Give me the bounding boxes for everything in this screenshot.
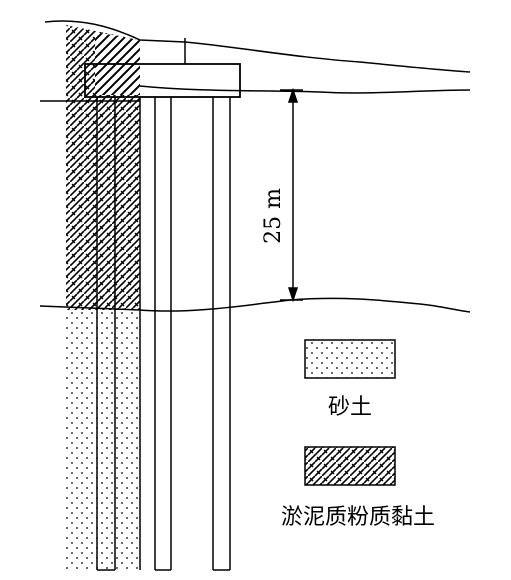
sand-layer-fill (66, 312, 140, 570)
dimension-label: 25 m (261, 188, 286, 244)
piles (96, 97, 231, 571)
legend-sand-label: 砂土 (328, 395, 372, 420)
legend-silty-clay-label: 淤泥质粉质黏土 (281, 505, 435, 530)
legend-silty-clay-swatch (304, 446, 396, 486)
pile-cap (84, 63, 241, 98)
ground-surface-line (44, 20, 471, 73)
bottom-layer-boundary (39, 297, 471, 313)
dimension-marker (280, 87, 303, 303)
water-surface-line (139, 85, 471, 94)
legend-sand-swatch (304, 339, 396, 379)
